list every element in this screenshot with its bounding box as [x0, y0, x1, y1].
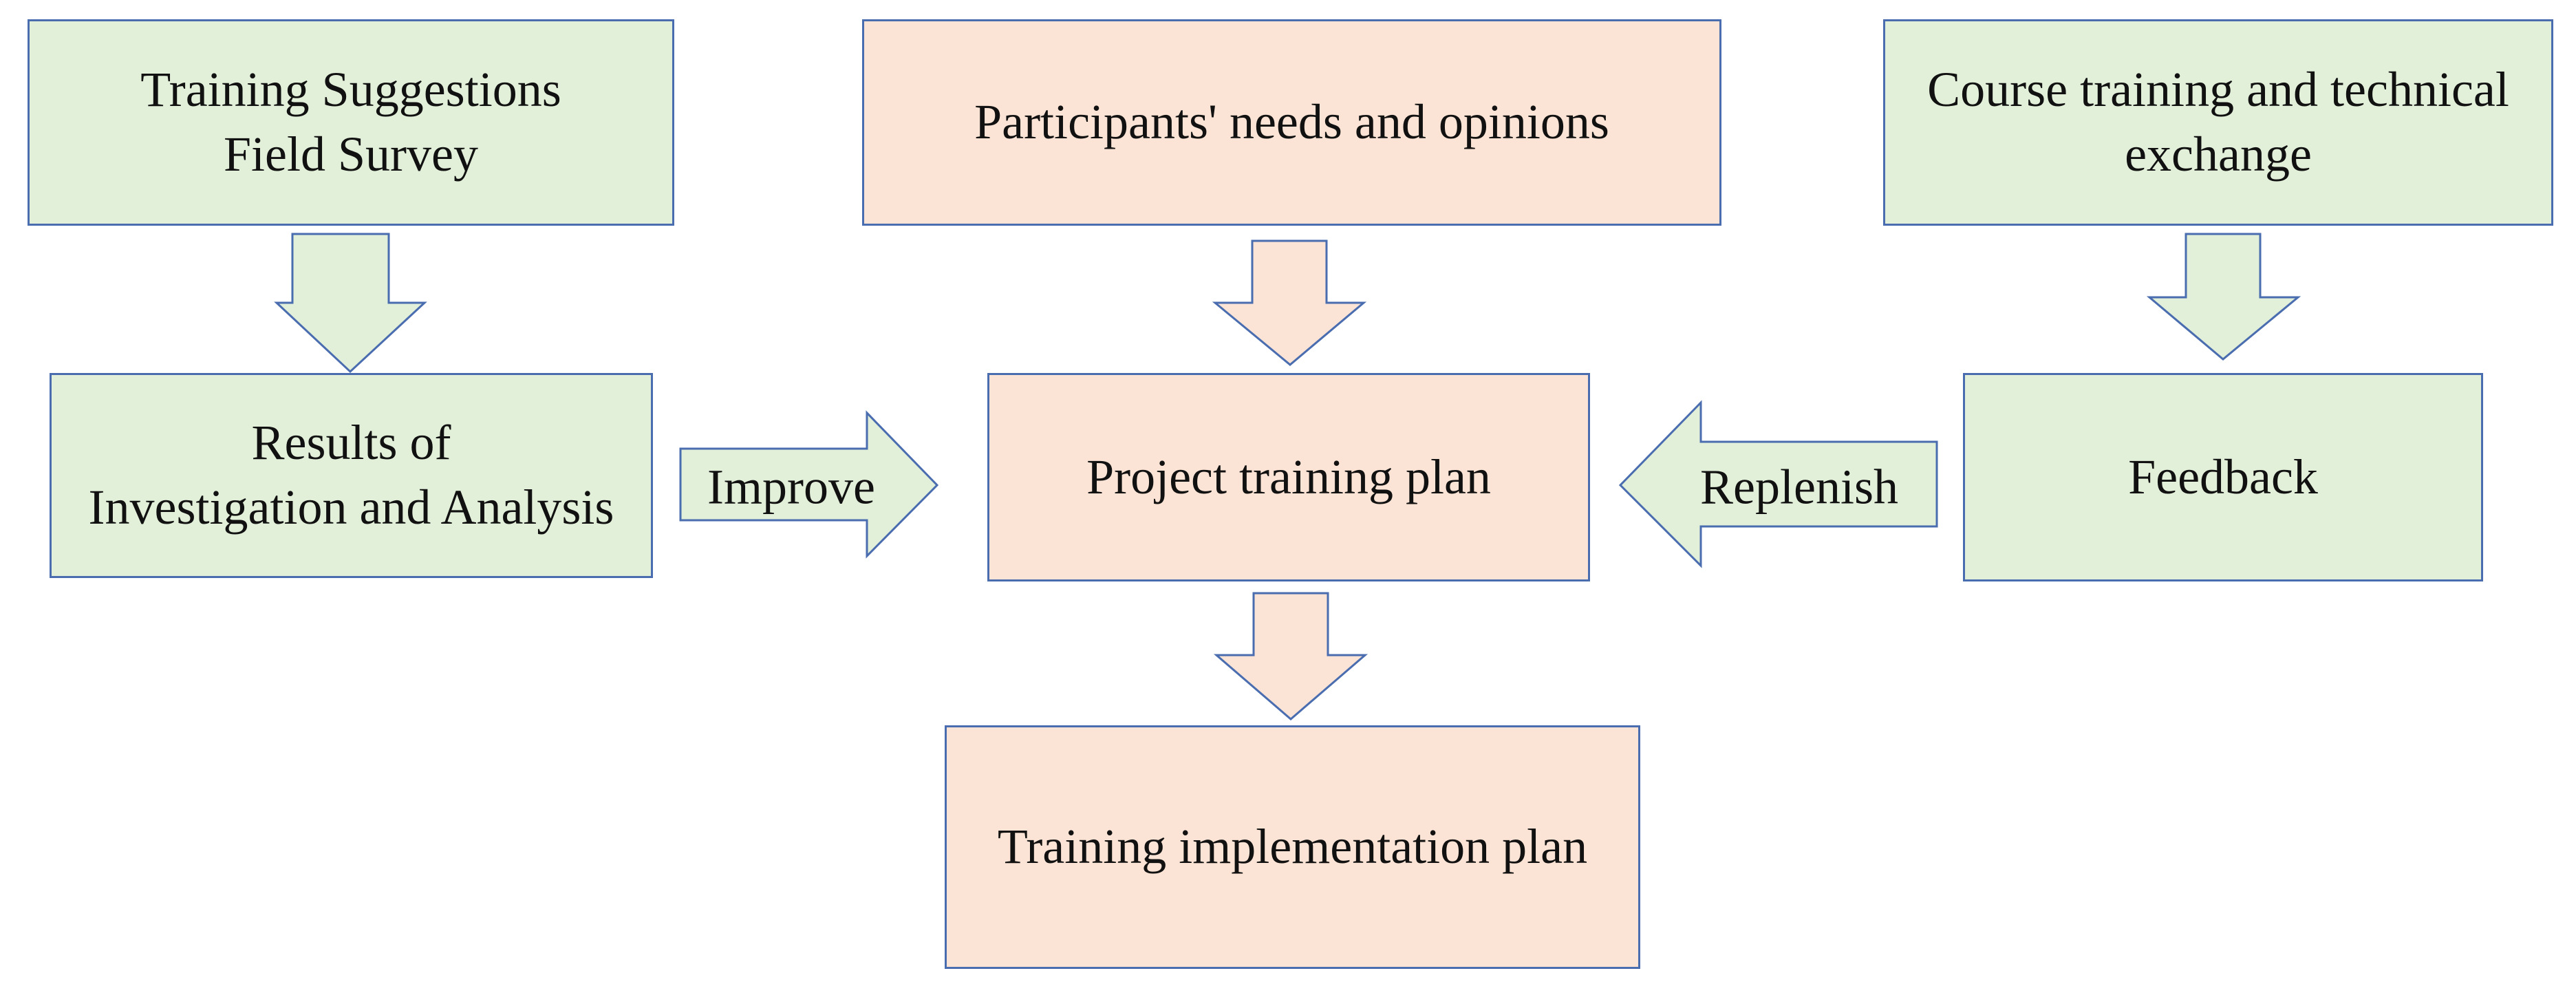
box-label: Training implementation plan — [997, 819, 1588, 875]
box-feedback: Feedback — [1963, 373, 2483, 581]
box-results-investigation: Results of Investigation and Analysis — [50, 373, 653, 578]
arrow-project-to-implementation — [1213, 592, 1368, 720]
arrow-label-improve: Improve — [707, 459, 875, 515]
box-training-suggestions-field-survey: Training Suggestions Field Survey — [28, 19, 674, 226]
box-label: Feedback — [2128, 449, 2318, 504]
arrow-needs-to-project — [1212, 239, 1367, 366]
box-course-training: Course training and technical exchange — [1883, 19, 2553, 226]
arrow-course-to-feedback — [2146, 233, 2301, 361]
box-label: Participants' needs and opinions — [974, 94, 1609, 150]
arrow-label-replenish: Replenish — [1700, 459, 1898, 515]
box-project-training-plan: Project training plan — [987, 373, 1590, 581]
box-label: Course training and technical exchange — [1927, 62, 2509, 182]
arrow-survey-to-results — [274, 233, 427, 374]
box-participants-needs: Participants' needs and opinions — [862, 19, 1721, 226]
box-label: Project training plan — [1086, 449, 1491, 504]
box-label: Training Suggestions Field Survey — [140, 62, 561, 182]
box-training-implementation-plan: Training implementation plan — [945, 725, 1640, 969]
box-label: Results of Investigation and Analysis — [88, 415, 614, 535]
